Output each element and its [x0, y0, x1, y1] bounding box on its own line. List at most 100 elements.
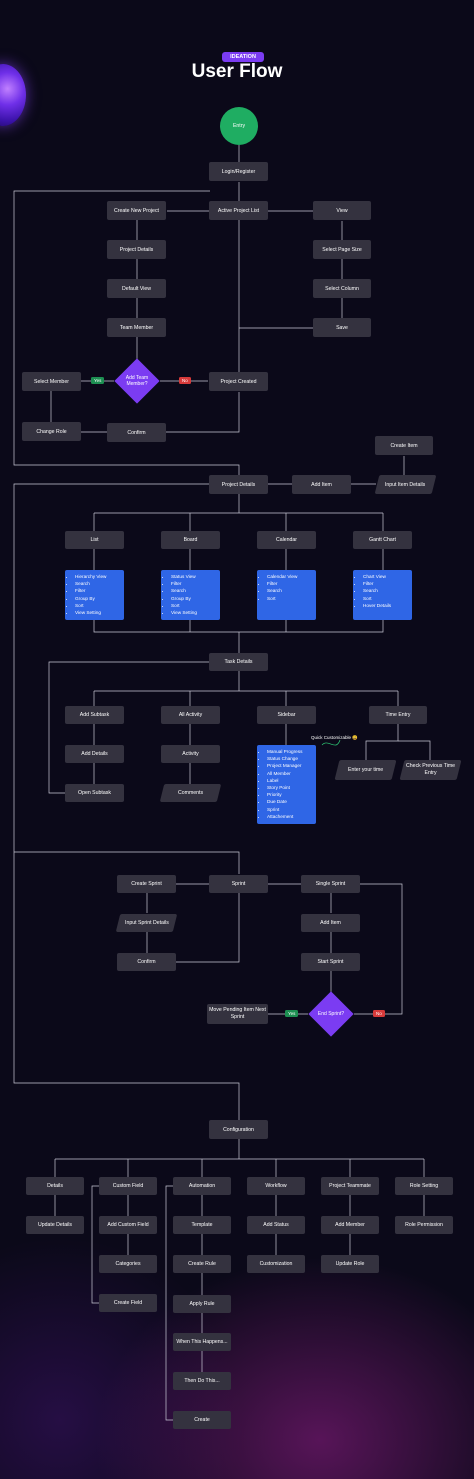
view-calendar-node: Calendar: [257, 531, 316, 549]
add-team-member-label: Add Team Member?: [125, 374, 149, 387]
select-column-node: Select Column: [313, 279, 371, 298]
create-node: Create: [173, 1411, 231, 1429]
role-permission-node: Role Permission: [395, 1216, 453, 1234]
sidebar-feature: Priority: [267, 791, 312, 798]
feature-item: Sort: [75, 602, 120, 609]
feature-item: Hierarchy View: [75, 573, 120, 580]
add-custom-field-node: Add Custom Field: [99, 1216, 157, 1234]
feature-item: Status View: [171, 573, 216, 580]
sidebar-feature: Manual Progress: [267, 748, 312, 755]
gantt-features-box: Chart View Filter Search Sort Hover Deta…: [353, 570, 412, 620]
input-item-details-node: Input Item Details: [374, 475, 437, 494]
active-project-list-node: Active Project List: [209, 201, 268, 220]
feature-item: Sort: [171, 602, 216, 609]
feature-item: Search: [75, 580, 120, 587]
open-subtask-node: Open Subtask: [65, 784, 124, 802]
add-item-node: Add Item: [292, 475, 351, 494]
quick-customizable-note: Quick Customizable 😀: [311, 735, 358, 740]
sidebar-feature: Story Point: [267, 784, 312, 791]
configuration-node: Configuration: [209, 1120, 268, 1139]
page-title: User Flow: [191, 61, 283, 82]
automation-node: Automation: [173, 1177, 231, 1195]
default-view-node: Default View: [107, 279, 166, 298]
check-previous-time-label: Check Previous Time Entry: [405, 763, 455, 776]
project-details-setup-node: Project Details: [107, 240, 166, 259]
team-member-node: Team Member: [107, 318, 166, 337]
customization-node: Customization: [247, 1255, 305, 1273]
input-item-details-label: Input Item Details: [385, 481, 426, 488]
input-sprint-details-label: Input Sprint Details: [124, 920, 169, 926]
create-field-node: Create Field: [99, 1294, 157, 1312]
when-this-node: When This Happens...: [173, 1333, 231, 1351]
start-sprint-node: Start Sprint: [301, 953, 360, 971]
update-details-node: Update Details: [26, 1216, 84, 1234]
sidebar-features-box: Manual Progress Status Change Project Ma…: [257, 745, 316, 824]
create-sprint-node: Create Sprint: [117, 875, 176, 893]
create-new-project-node: Create New Project: [107, 201, 166, 220]
sidebar-feature: Due Date: [267, 798, 312, 805]
feature-item: Calendar View: [267, 573, 312, 580]
login-node: Login/Register: [209, 162, 268, 181]
enter-your-time-label: Enter your time: [347, 767, 384, 773]
workflow-node: Workflow: [247, 1177, 305, 1195]
move-pending-node: Move Pending Item Next Sprint: [207, 1004, 268, 1024]
time-entry-node: Time Entry: [369, 706, 427, 724]
add-details-node: Add Details: [65, 745, 124, 763]
sidebar-feature: All Member: [267, 770, 312, 777]
sprint-add-item-node: Add Item: [301, 914, 360, 932]
feature-item: View Setting: [171, 609, 216, 616]
end-sprint-label: End Sprint?: [317, 1010, 345, 1017]
select-member-node: Select Member: [22, 372, 81, 391]
task-details-node: Task Details: [209, 653, 268, 671]
sidebar-node: Sidebar: [257, 706, 316, 724]
save-node: Save: [313, 318, 371, 337]
single-sprint-node: Single Sprint: [301, 875, 360, 893]
feature-item: Sort: [363, 595, 408, 602]
feature-item: Group By: [171, 595, 216, 602]
feature-item: Hover Details: [363, 602, 408, 609]
create-rule-node: Create Rule: [173, 1255, 231, 1273]
confirm-node: Confirm: [107, 423, 166, 442]
details-node: Details: [26, 1177, 84, 1195]
feature-item: Sort: [267, 595, 312, 602]
check-previous-time-node: Check Previous Time Entry: [399, 760, 462, 780]
project-teammate-node: Project Teammate: [321, 1177, 379, 1195]
select-page-size-node: Select Page Size: [313, 240, 371, 259]
feature-item: Search: [171, 587, 216, 594]
categories-node: Categories: [99, 1255, 157, 1273]
sidebar-feature: Attachement: [267, 813, 312, 820]
apply-rule-node: Apply Rule: [173, 1295, 231, 1313]
sprint-no-tag: No: [373, 1010, 385, 1017]
feature-item: Filter: [171, 580, 216, 587]
sidebar-feature: Label: [267, 777, 312, 784]
sidebar-feature: Sprint: [267, 806, 312, 813]
activity-node: Activity: [161, 745, 220, 763]
comments-node: Comments: [159, 784, 222, 802]
create-item-node: Create Item: [375, 436, 433, 455]
sidebar-feature: Status Change: [267, 755, 312, 762]
custom-field-node: Custom Field: [99, 1177, 157, 1195]
input-sprint-details-node: Input Sprint Details: [115, 914, 178, 932]
ideation-chip: IDEATION: [222, 52, 264, 62]
project-details-node: Project Details: [209, 475, 268, 494]
view-board-node: Board: [161, 531, 220, 549]
sprint-yes-tag: Yes: [285, 1010, 299, 1017]
view-gantt-node: Gantt Chart: [353, 531, 412, 549]
view-list-node: List: [65, 531, 124, 549]
project-created-node: Project Created: [209, 372, 268, 391]
sprint-confirm-node: Confirm: [117, 953, 176, 971]
add-member-node: Add Member: [321, 1216, 379, 1234]
entry-node: Entry: [220, 107, 258, 145]
feature-item: Filter: [267, 580, 312, 587]
yes-tag: Yes: [91, 377, 105, 384]
feature-item: Filter: [363, 580, 408, 587]
list-features-box: Hierarchy View Search Filter Group By So…: [65, 570, 124, 620]
then-do-this-node: Then Do This...: [173, 1372, 231, 1390]
all-activity-node: All Activity: [161, 706, 220, 724]
view-node: View: [313, 201, 371, 220]
add-status-node: Add Status: [247, 1216, 305, 1234]
calendar-features-box: Calendar View Filter Search Sort: [257, 570, 316, 620]
feature-item: View Setting: [75, 609, 120, 616]
role-setting-node: Role Setting: [395, 1177, 453, 1195]
